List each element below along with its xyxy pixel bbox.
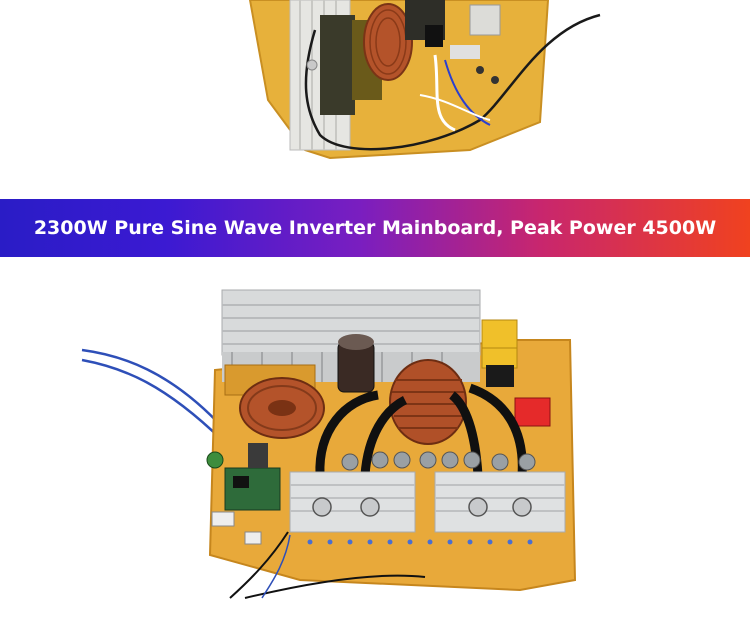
banner-title: 2300W Pure Sine Wave Inverter Mainboard,… <box>33 217 717 239</box>
green-control-board <box>224 467 281 511</box>
red-component <box>514 397 551 427</box>
left-heatsink-block <box>289 471 416 533</box>
terminal-bolts <box>312 497 532 517</box>
main-board-photo <box>0 280 750 629</box>
relay-block <box>481 319 518 349</box>
blue-wire <box>81 348 226 431</box>
title-banner: 2300W Pure Sine Wave Inverter Mainboard,… <box>0 199 750 257</box>
top-board-illustration <box>248 0 601 160</box>
capacitor-row <box>341 451 536 471</box>
top-board-photo <box>0 0 750 165</box>
top-component-strip <box>320 15 355 115</box>
bottom-wire <box>229 531 289 599</box>
top-copper-coil <box>363 3 413 81</box>
main-board-illustration <box>81 289 577 599</box>
right-heatsink-block <box>434 471 566 533</box>
